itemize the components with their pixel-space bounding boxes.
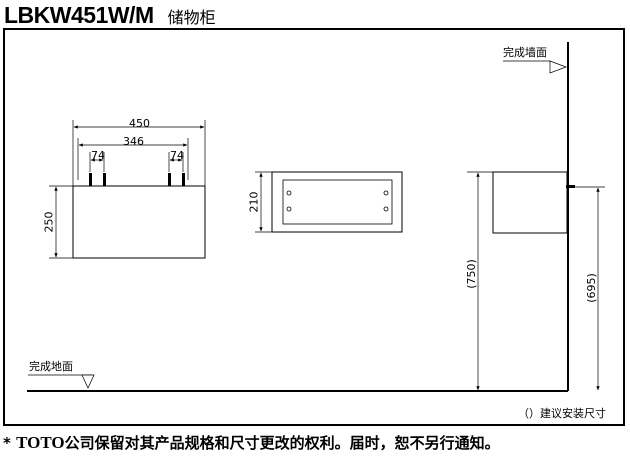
mount-holes xyxy=(286,190,389,212)
faucet-post xyxy=(89,173,92,186)
footnote-mark: * xyxy=(3,434,11,452)
faucet-post xyxy=(103,173,106,186)
finished-floor-label: 完成地面 xyxy=(29,360,73,373)
side-cabinet xyxy=(271,171,403,233)
finished-wall-label: 完成墙面 xyxy=(503,46,547,59)
wall-marker-triangle xyxy=(549,60,567,74)
disclaimer: * TOTO公司保留对其产品规格和尺寸更改的权利。届时，恕不另行通知。 xyxy=(3,432,500,453)
title-bar: LBKW451W/M 储物柜 xyxy=(4,2,216,32)
dim-label-695: (695) xyxy=(584,273,598,303)
model-number: LBKW451W/M xyxy=(4,2,154,28)
floor-marker-triangle xyxy=(81,374,95,389)
disclaimer-text: 公司保留对其产品规格和尺寸更改的权利。届时，恕不另行通知。 xyxy=(64,434,500,452)
front-cabinet xyxy=(72,185,206,259)
dim-label-74-left: 74 xyxy=(91,149,105,162)
brand-name: TOTO xyxy=(16,433,65,452)
dim-label-250: 250 xyxy=(42,211,56,233)
wall-bracket xyxy=(566,185,575,188)
dim-label-450: 450 xyxy=(129,117,150,130)
dim-label-210: 210 xyxy=(247,191,261,213)
drawing-frame xyxy=(3,28,625,426)
installed-cabinet xyxy=(492,171,568,234)
faucet-posts xyxy=(89,173,185,186)
dim-label-74-right: 74 xyxy=(170,149,184,162)
dim-label-346: 346 xyxy=(123,135,144,148)
product-name: 储物柜 xyxy=(167,8,216,27)
install-note: （）建议安装尺寸 xyxy=(518,407,606,420)
faucet-post xyxy=(182,173,185,186)
dim-label-750: (750) xyxy=(464,259,478,289)
faucet-post xyxy=(168,173,171,186)
